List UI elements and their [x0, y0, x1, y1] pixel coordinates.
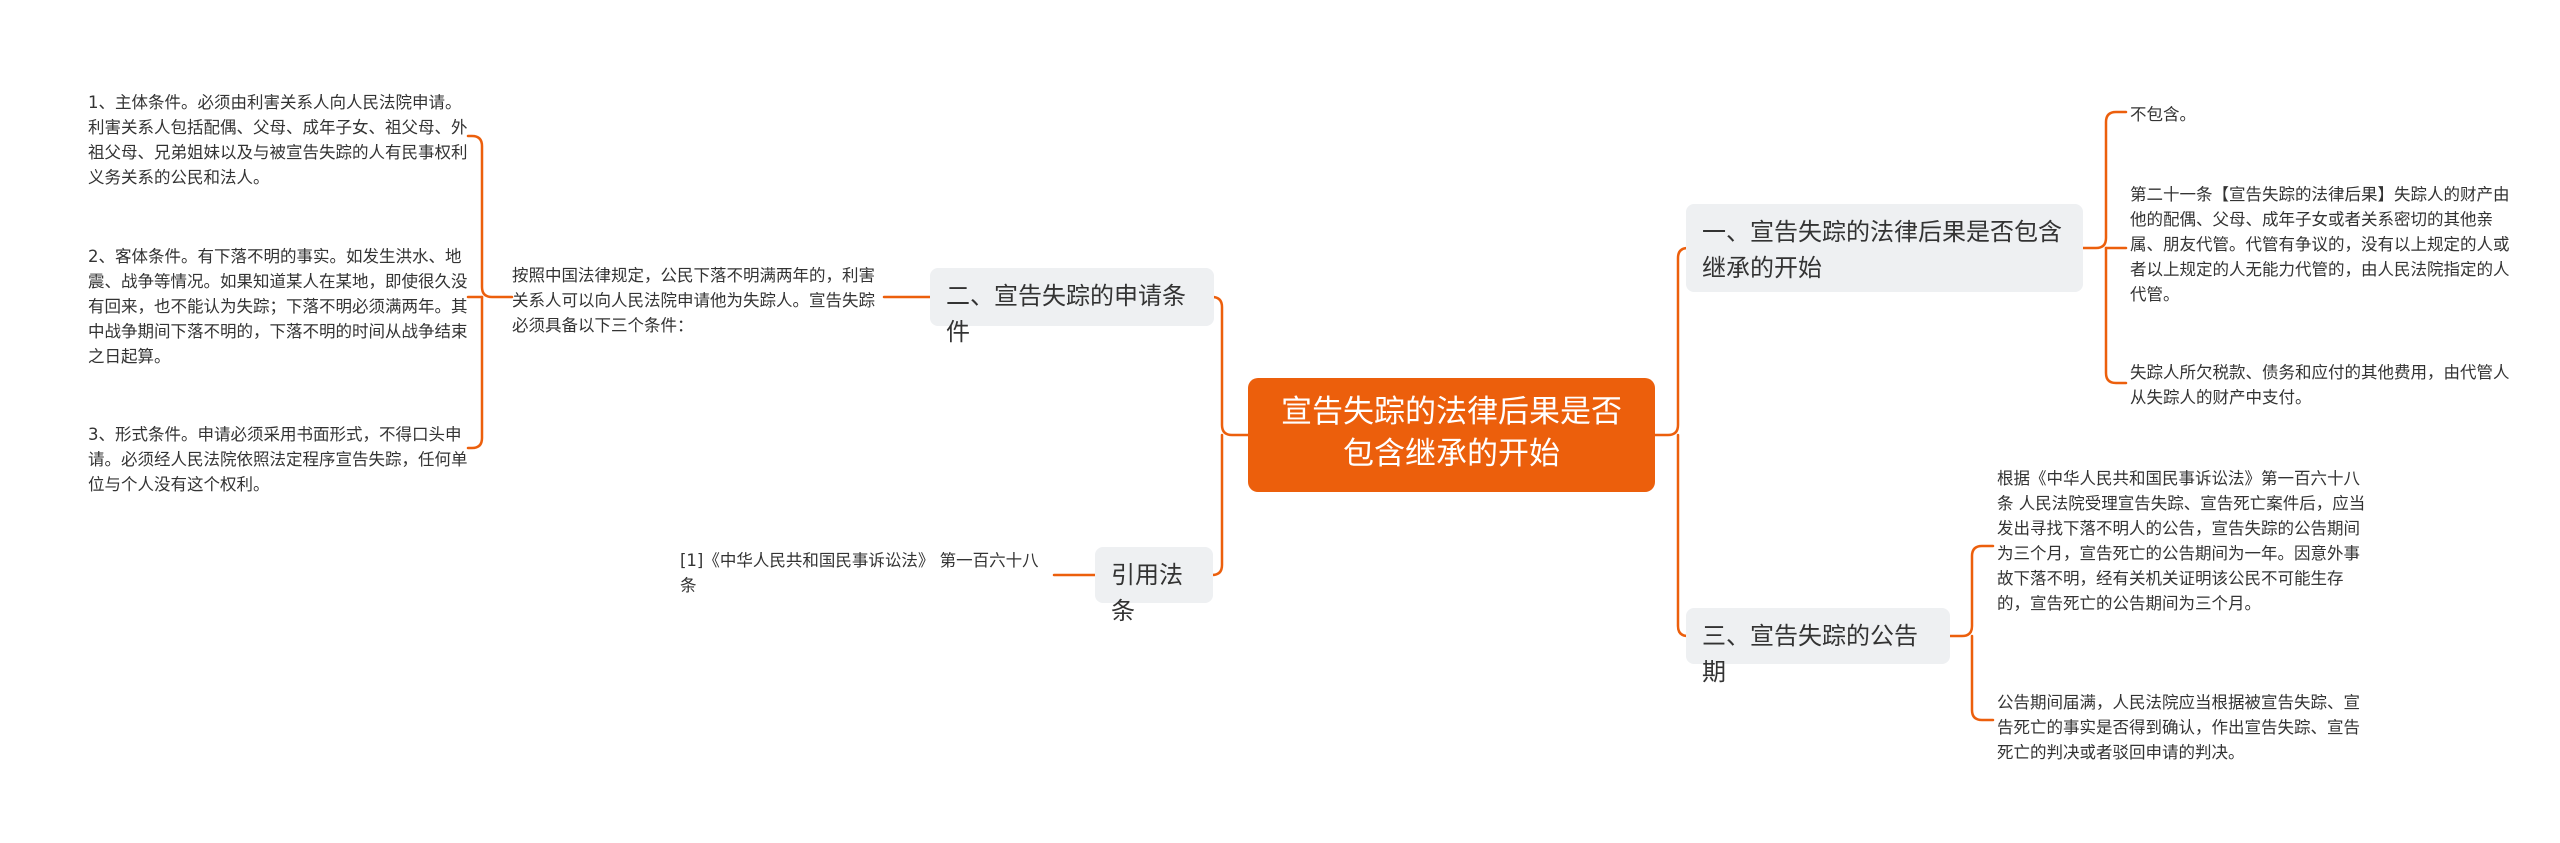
edge-announcement-2: [1970, 634, 1995, 722]
edge-intro-form: [466, 295, 484, 450]
leaf-announcement-period-rule[interactable]: 根据《中华人民共和国民事诉讼法》第一百六十八条 人民法院受理宣告失踪、宣告死亡案…: [1997, 469, 2366, 613]
leaf-result-answer[interactable]: 不包含。: [2130, 105, 2196, 124]
branch-legal-result[interactable]: 一、宣告失踪的法律后果是否包含继承的开始: [1686, 204, 2083, 292]
edge-announcement-1: [1948, 544, 1995, 638]
root-topic[interactable]: 宣告失踪的法律后果是否包含继承的开始: [1248, 378, 1655, 492]
leaf-object-condition[interactable]: 2、客体条件。有下落不明的事实。如发生洪水、地震、战争等情况。如果知道某人在某地…: [88, 247, 468, 366]
leaf-result-debts[interactable]: 失踪人所欠税款、债务和应付的其他费用，由代管人从失踪人的财产中支付。: [2130, 363, 2510, 407]
leaf-form-condition[interactable]: 3、形式条件。申请必须采用书面形式，不得口头申请。必须经人民法院依照法定程序宣告…: [88, 425, 468, 494]
leaf-subject-condition[interactable]: 1、主体条件。必须由利害关系人向人民法院申请。利害关系人包括配偶、父母、成年子女…: [88, 93, 468, 187]
branch-announcement-period[interactable]: 三、宣告失踪的公告期: [1686, 608, 1950, 686]
leaf-citation-text[interactable]: [1]《中华人民共和国民事诉讼法》 第一百六十八条: [680, 551, 1039, 595]
edge-intro-conditions: [466, 134, 514, 299]
branch-application-conditions[interactable]: 二、宣告失踪的申请条件: [930, 268, 1214, 346]
leaf-application-intro[interactable]: 按照中国法律规定，公民下落不明满两年的，利害关系人可以向人民法院申请他为失踪人。…: [512, 266, 875, 335]
edge-root-application: [1208, 295, 1250, 437]
edge-root-legal-result: [1653, 246, 1692, 437]
branch-cited-law[interactable]: 引用法条: [1095, 547, 1213, 625]
leaf-result-article-21[interactable]: 第二十一条【宣告失踪的法律后果】失踪人的财产由他的配偶、父母、成年子女或者关系密…: [2130, 185, 2510, 304]
edge-result-3: [2104, 246, 2128, 385]
edge-result-1: [2081, 110, 2128, 250]
leaf-announcement-expiry[interactable]: 公告期间届满，人民法院应当根据被宣告失踪、宣告死亡的事实是否得到确认，作出宣告失…: [1997, 693, 2360, 762]
edge-root-announcement: [1676, 433, 1692, 638]
